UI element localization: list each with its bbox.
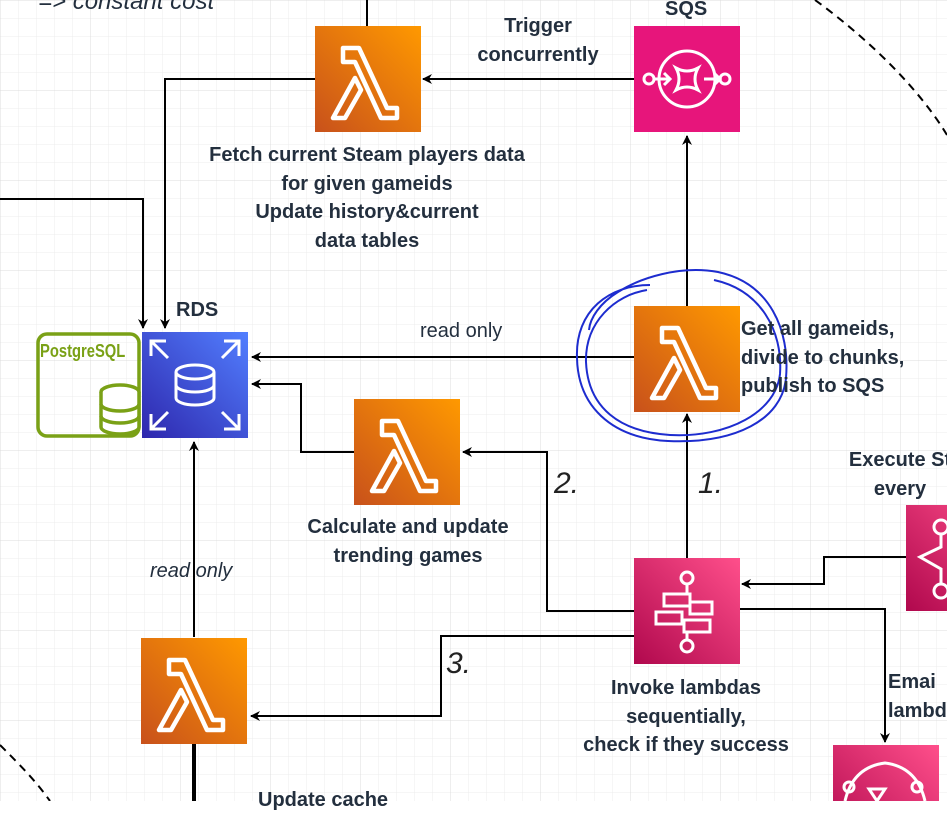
get-all-description: Get all gameids, divide to chunks, publi…: [741, 318, 905, 397]
lambda-update-cache[interactable]: [141, 638, 247, 744]
step-1-label: 1.: [698, 467, 724, 500]
read-only-left-label: read only: [150, 560, 233, 582]
postgresql-database: [36, 332, 141, 438]
trigger-label: Trigger concurrently: [477, 15, 599, 66]
edge-step-to-cache: [250, 635, 634, 721]
rds-label: RDS: [176, 299, 219, 321]
edge-step-to-email: [740, 608, 890, 743]
execute-label: Execute St every: [848, 449, 947, 500]
invoke-description: Invoke lambdas sequentially, check if th…: [583, 677, 789, 756]
postgresql-icon: [99, 383, 141, 436]
step-functions[interactable]: [634, 558, 740, 664]
hand-drawn-circle: [575, 269, 788, 443]
sqs-label: SQS: [665, 0, 708, 20]
edge-calc-to-rds: [251, 379, 354, 453]
fetch-description: Fetch current Steam players data for giv…: [209, 144, 525, 252]
step-2-label: 2.: [554, 467, 580, 500]
lambda-fetch[interactable]: [315, 26, 421, 132]
top-partial-label: => constant cost: [38, 0, 215, 15]
rds-icon: [149, 339, 241, 431]
edge-step-to-calc: [462, 447, 634, 612]
lambda-calculate-trending[interactable]: [354, 399, 460, 505]
email-label: Emai lambd: [888, 671, 947, 722]
edge-fetch-to-rds: [160, 78, 315, 329]
step-functions-icon: [654, 570, 714, 654]
sqs-queue[interactable]: [634, 26, 740, 132]
update-cache-label: Update cache: [258, 789, 389, 811]
email-notification[interactable]: [833, 745, 939, 801]
edge-scheduler-to-step: [741, 556, 947, 589]
postgres-label: PostgreSQL: [40, 341, 126, 361]
lambda-get-all-gameids[interactable]: [634, 306, 740, 412]
rds-database[interactable]: [142, 332, 248, 438]
read-only-top-label: read only: [420, 320, 503, 342]
sqs-icon: [642, 49, 732, 109]
eventbridge-icon: [916, 518, 947, 600]
step-3-label: 3.: [446, 647, 472, 680]
calculate-description: Calculate and update trending games: [307, 516, 509, 567]
sns-icon: [842, 761, 927, 801]
eventbridge-scheduler[interactable]: [906, 505, 947, 611]
edge-left-to-rds: [0, 198, 148, 329]
